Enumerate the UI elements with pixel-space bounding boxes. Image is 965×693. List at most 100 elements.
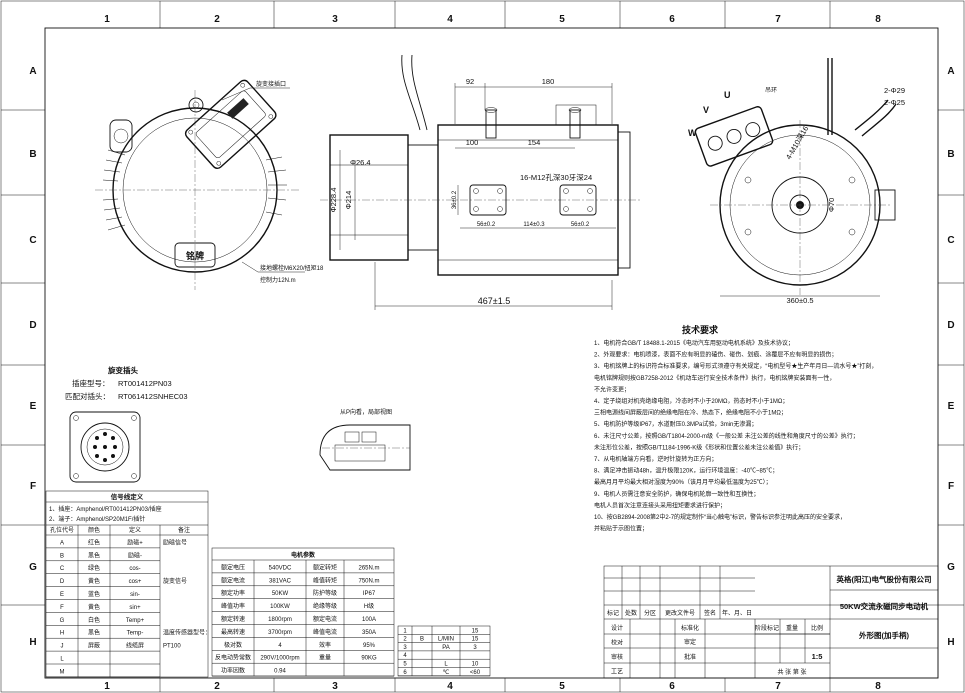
params-cell: 100A (362, 617, 376, 623)
dim-dia-29: 2-Φ29 (884, 86, 905, 95)
zone-col-1-bottom: 1 (104, 681, 110, 692)
dim-dia-214: Φ214 (344, 191, 353, 210)
zone-col-7: 7 (775, 14, 781, 25)
tech-req-line: 未注形位公差，按照GB/T1184-1996-K级《形状和位置公差未注公差值》执… (594, 443, 804, 451)
terminal-v-label: V (703, 105, 709, 115)
zone-labels-top: 1 2 3 4 5 6 7 8 (104, 14, 881, 25)
tech-req-line: 3、电机铭牌上的标识符合标准要求，编号形式须遵守有关规定，“电机型号★生产年月日… (594, 362, 877, 370)
small-cell: ℃ (443, 670, 450, 676)
signal-cell: J (61, 644, 64, 650)
signal-header-cell: 孔位代号 (50, 526, 74, 534)
bolt-pattern: 4-M10深16 (784, 124, 810, 161)
params-cell: 50KW (272, 591, 289, 597)
side-view: 92 180 100 154 467±1.5 Φ228.4 Φ214 Φ26.4… (320, 54, 640, 310)
tech-req-line: 2、外观要求：电机喷漆，表面不应有明显的磕伤、碰伤、划痕、涂覆层不应有明显的损伤… (594, 351, 837, 359)
signal-cell: cos+ (129, 579, 142, 585)
dim-114: 114±0.3 (523, 222, 545, 228)
zone-row-g: G (29, 562, 37, 573)
tech-req-line: 6、未注尺寸公差，按照GB/T1804-2000-m级《一般公差 未注公差的线性… (594, 432, 859, 440)
signal-cell: 蓝色 (88, 590, 100, 598)
approval-row-label: 审核 (611, 653, 623, 661)
tech-req-line: 三相电源线间屏蔽层间的绝缘电阻在冷、热态下，绝缘电阻不小于1MΩ； (594, 409, 787, 417)
mount-pad-right (559, 184, 597, 216)
tech-req-line: 4、定子绕组对机壳绝缘电阻，冷态时不小于20MΩ，热态时不小于1MΩ； (594, 397, 788, 405)
tech-req-line: 最高月月平均最大相对湿度为90%（该月月平均最低温度为25℃）； (594, 478, 772, 486)
terminal-w-label: W (688, 128, 697, 138)
revision-header-cell: 签名 (704, 609, 716, 617)
small-cell: L (444, 662, 448, 668)
params-cell: 540VDC (269, 565, 292, 571)
stage-header-cell: 重量 (786, 624, 798, 632)
zone-row-f-right: F (948, 481, 954, 492)
zone-col-4: 4 (447, 14, 453, 25)
terminal-box (694, 106, 774, 167)
zone-col-6-bottom: 6 (669, 681, 675, 692)
params-cell: 极对数 (224, 641, 242, 649)
params-cell: 峰值转矩 (313, 576, 337, 584)
signal-cell: 黑色 (88, 551, 100, 559)
params-cell: 额定转矩 (313, 563, 337, 571)
tech-req-line: 9、电机人员需注意安全防护，确保电机轮廓一致性和互换性； (594, 490, 759, 498)
mount-holes-spec: 16-M12孔深30牙深24 (520, 173, 592, 182)
company-name: 英格(阳江)电气股份有限公司 (837, 574, 932, 584)
signal-cell: A (60, 540, 64, 546)
dim-dia-25: 2-Φ25 (884, 98, 905, 107)
zone-row-f: F (30, 481, 36, 492)
params-cell: 绝缘等级 (313, 602, 337, 610)
stage-header-cell: 阶段标记 (755, 624, 779, 632)
signal-cell: E (60, 592, 64, 598)
small-cell: <60 (470, 670, 481, 676)
zone-row-g-right: G (947, 562, 955, 573)
tech-req-line: 并粘贴于示图位置； (594, 525, 648, 533)
signal-cell: 绿色 (88, 564, 100, 572)
params-cell: 重量 (319, 654, 331, 662)
signal-cell: 励磁信号 (163, 538, 187, 546)
zone-row-a: A (29, 66, 36, 77)
signal-cell: L (60, 657, 64, 663)
scale-value: 1:5 (812, 652, 823, 661)
signal-cell: G (60, 618, 65, 624)
connector-spec: 旋变插头 插座型号： RT001412PN03 匹配对插头： RT061412S… (65, 365, 188, 483)
nameplate-label: 铭牌 (186, 250, 204, 261)
params-cell: 额定电流 (313, 615, 337, 623)
dim-56-right: 56±0.2 (571, 222, 590, 228)
params-cell: 防护等级 (313, 589, 337, 597)
water-outlet (569, 109, 581, 139)
inner-border (44, 27, 939, 679)
plug-part: RT061412SNHEC03 (118, 392, 188, 401)
signal-header-cell: 备注 (178, 526, 190, 534)
params-cell: 最高转速 (221, 628, 245, 636)
approval-row-label: 校对 (611, 639, 623, 647)
signal-cell: C (60, 566, 65, 572)
signal-cell: Temp- (127, 631, 144, 637)
zone-row-c: C (29, 235, 36, 246)
mount-pad-left (469, 184, 507, 216)
signal-cell: PT100 (163, 644, 181, 650)
zone-row-b: B (29, 149, 36, 160)
zone-row-d-right: D (947, 320, 954, 331)
zone-col-3-bottom: 3 (332, 681, 338, 692)
dim-360: 360±0.5 (786, 296, 813, 305)
tech-req-line: 10、按GB2894-2008第2中2-7的规定制作“当心触电”标识，警告标识参… (594, 513, 846, 521)
connector-title: 旋变插头 (107, 365, 138, 375)
signal-cell: D (60, 579, 65, 585)
small-cell: 6 (403, 670, 407, 676)
small-cell: B (420, 637, 424, 643)
dim-180: 180 (542, 77, 555, 86)
approval-row-label: 设计 (611, 624, 623, 632)
zone-row-d: D (29, 320, 36, 331)
signal-note-2: 2、端子：Amphenol/SP20M1F/插针 (49, 515, 145, 523)
signal-header-cell: 颜色 (88, 526, 100, 534)
signal-cell: 励磁- (128, 551, 142, 559)
detail-view-label: 从P向看，局部视图 (340, 408, 392, 416)
title-block: 标记处数分区更改文件号签名年、月、日 设计校对审核工艺 标准化审定批准 阶段标记… (603, 565, 939, 679)
zone-col-2-bottom: 2 (214, 681, 220, 692)
plug-label: 匹配对插头： (65, 391, 110, 401)
signal-cell: 励磁+ (127, 538, 143, 546)
signal-cell: 白色 (88, 616, 100, 624)
approval-row-label: 工艺 (611, 668, 623, 676)
approval-mid-label: 批准 (684, 653, 696, 661)
tech-req-title: 技术要求 (682, 324, 719, 335)
params-cell: 290V/1000rpm (260, 656, 299, 662)
